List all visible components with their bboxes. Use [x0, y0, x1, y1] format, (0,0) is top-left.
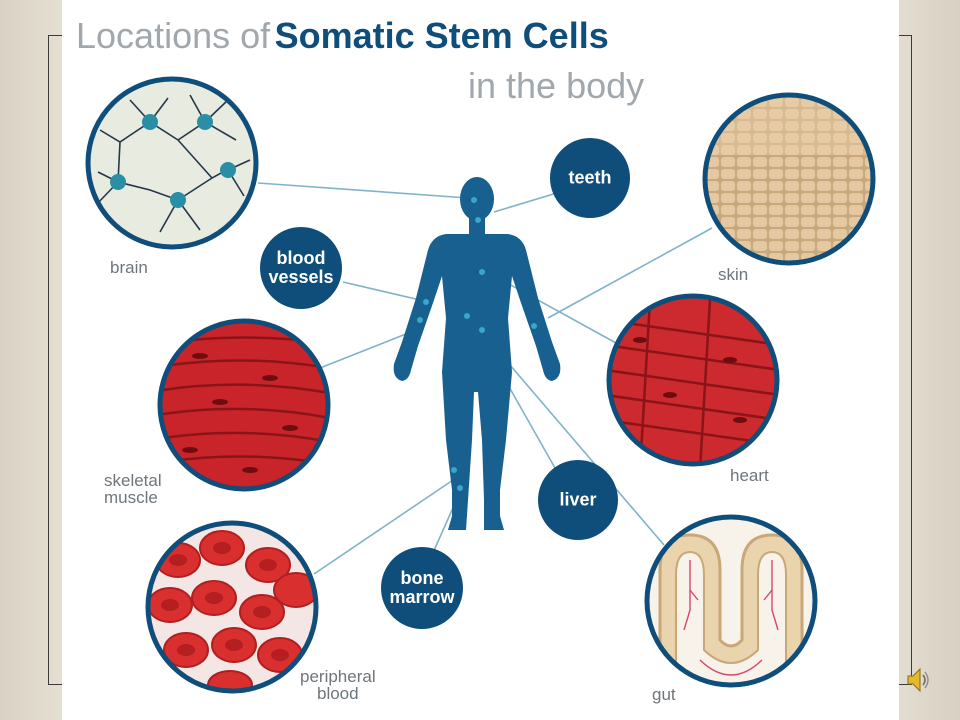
teeth-label: teeth: [568, 167, 612, 188]
bone-marrow-bubble: [381, 547, 463, 629]
peripheral-blood-label: peripheral blood: [300, 668, 376, 702]
peripheral-blood-image: [145, 520, 319, 694]
blood-vessels-label-line-2: vessels: [268, 267, 334, 287]
bone-marrow-label-line-2: marrow: [389, 587, 455, 607]
heart-image: [606, 293, 780, 467]
gut-image: [644, 514, 818, 688]
liver-bubble: [538, 460, 618, 540]
diagram-title: Locations of Somatic Stem Cells: [76, 18, 609, 54]
peripheral-blood-label-line-1: peripheral: [300, 667, 376, 686]
heart-label: heart: [730, 466, 769, 485]
connector-lines: [257, 182, 713, 575]
skin-image: [702, 92, 876, 266]
bone-marrow-label-line-1: bone: [400, 568, 444, 588]
bone-marrow-label: bone marrow: [389, 569, 454, 607]
liver-label: liver: [559, 489, 597, 510]
blood-vessels-label: blood vessels: [268, 249, 333, 287]
skeletal-muscle-label: skeletal muscle: [104, 472, 162, 506]
speaker-icon[interactable]: [906, 666, 930, 694]
blood-vessels-bubble: [260, 227, 342, 309]
brain-image: [85, 76, 259, 250]
peripheral-blood-label-line-2: blood: [317, 684, 359, 703]
skeletal-muscle-label-line-1: skeletal: [104, 471, 162, 490]
brain-label: brain: [110, 258, 148, 277]
skin-label: skin: [718, 265, 749, 284]
skeletal-muscle-image: [157, 318, 331, 492]
gut-label: gut: [652, 685, 676, 704]
title-prefix: Locations of: [76, 15, 271, 56]
skeletal-muscle-label-line-2: muscle: [104, 488, 158, 507]
blood-vessels-label-line-1: blood: [276, 248, 326, 268]
human-body-silhouette: [393, 177, 561, 530]
title-main: Somatic Stem Cells: [274, 15, 609, 56]
teeth-bubble: [550, 138, 630, 218]
diagram-subtitle: in the body: [468, 65, 645, 106]
